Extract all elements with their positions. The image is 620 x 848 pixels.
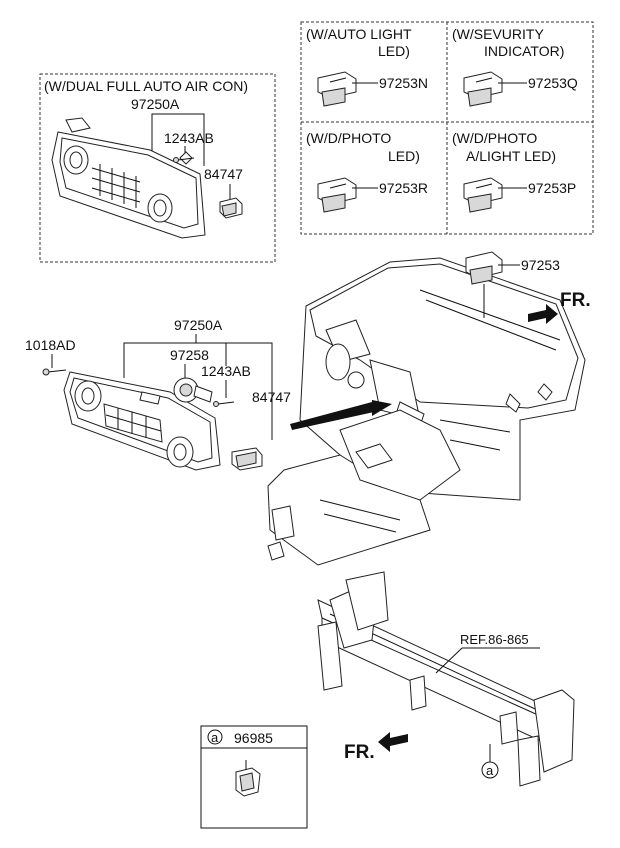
dual-auto-aircon-box: (W/DUAL FULL AUTO AIR CON) 97250A 1243AB…	[39, 73, 276, 263]
part-number-97253n: 97253N	[379, 75, 428, 91]
front-arrow-lower-icon	[378, 732, 408, 752]
part-number-96985: 96985	[234, 730, 273, 746]
leader-97250a-lower	[123, 342, 273, 440]
cowl-crossbar	[317, 571, 575, 787]
part-number-1018ad: 1018AD	[25, 337, 76, 353]
knob-switch-part	[231, 447, 263, 471]
led-switch-part	[317, 177, 357, 213]
pointer-arrow-shape	[290, 402, 374, 430]
led-switch-part	[463, 71, 503, 107]
front-label-lower: FR.	[344, 742, 375, 763]
screw-part	[173, 157, 195, 163]
standard-aircon-assembly: 97250A 1018AD 97258 1243AB 84747	[25, 317, 291, 471]
leader-ref-86-865	[435, 647, 463, 674]
part-number-1243ab-upper: 1243AB	[164, 130, 214, 146]
part-number-97253q: 97253Q	[528, 75, 578, 91]
ref-label: REF.86-865	[460, 632, 529, 647]
variant-boxes: (W/AUTO LIGHT LED) 97253N (W/SEVURITY IN…	[300, 21, 594, 235]
variant-photo-light-led-title-1: (W/D/PHOTO	[452, 130, 537, 146]
screw-part	[213, 401, 235, 407]
part-number-97253: 97253	[521, 257, 560, 273]
part-number-1243ab-lower: 1243AB	[201, 363, 251, 379]
dashboard-assembly	[267, 257, 586, 566]
part-number-97258: 97258	[170, 347, 209, 363]
variant-photo-led-title-1: (W/D/PHOTO	[306, 130, 391, 146]
front-label-upper: FR.	[560, 290, 591, 311]
legend-callout-letter: a	[211, 730, 219, 745]
variant-auto-light-title-1: (W/AUTO LIGHT	[306, 26, 412, 42]
led-switch-part	[463, 177, 503, 213]
dual-auto-aircon-outline	[39, 73, 276, 263]
part-number-97250a-upper: 97250A	[131, 96, 180, 112]
legend-outline	[200, 725, 308, 829]
clip-part	[235, 760, 261, 797]
dash-led-switch	[465, 251, 503, 285]
temperature-sensor-part	[173, 377, 213, 403]
knob-switch-part	[219, 197, 243, 219]
pointer-arrow-head	[372, 400, 392, 416]
dual-auto-aircon-title: (W/DUAL FULL AUTO AIR CON)	[44, 78, 248, 94]
variant-photo-led-title-2: LED)	[388, 148, 420, 164]
variant-photo-light-led-title-2: A/LIGHT LED)	[466, 148, 556, 164]
part-number-84747-lower: 84747	[252, 389, 291, 405]
climate-control-panel-lower	[63, 371, 221, 471]
part-number-97253p: 97253P	[528, 180, 576, 196]
front-arrow-upper-icon	[528, 304, 558, 324]
bolt-part	[42, 368, 67, 376]
leader-97250a-upper	[151, 113, 205, 122]
clip-legend-box: a 96985	[200, 725, 308, 829]
climate-control-panel-upper	[51, 117, 206, 239]
part-number-84747-upper: 84747	[204, 166, 243, 182]
legend-callout-circle	[207, 729, 223, 745]
callout-a-letter: a	[486, 763, 494, 778]
part-number-97253r: 97253R	[379, 180, 428, 196]
variant-auto-light-title-2: LED)	[378, 43, 410, 59]
variant-security-title-1: (W/SEVURITY	[452, 26, 544, 42]
led-switch-part	[317, 71, 357, 107]
variant-security-title-2: INDICATOR)	[484, 43, 564, 59]
part-number-97250a-lower: 97250A	[174, 317, 223, 333]
callout-a-circle	[481, 761, 499, 779]
